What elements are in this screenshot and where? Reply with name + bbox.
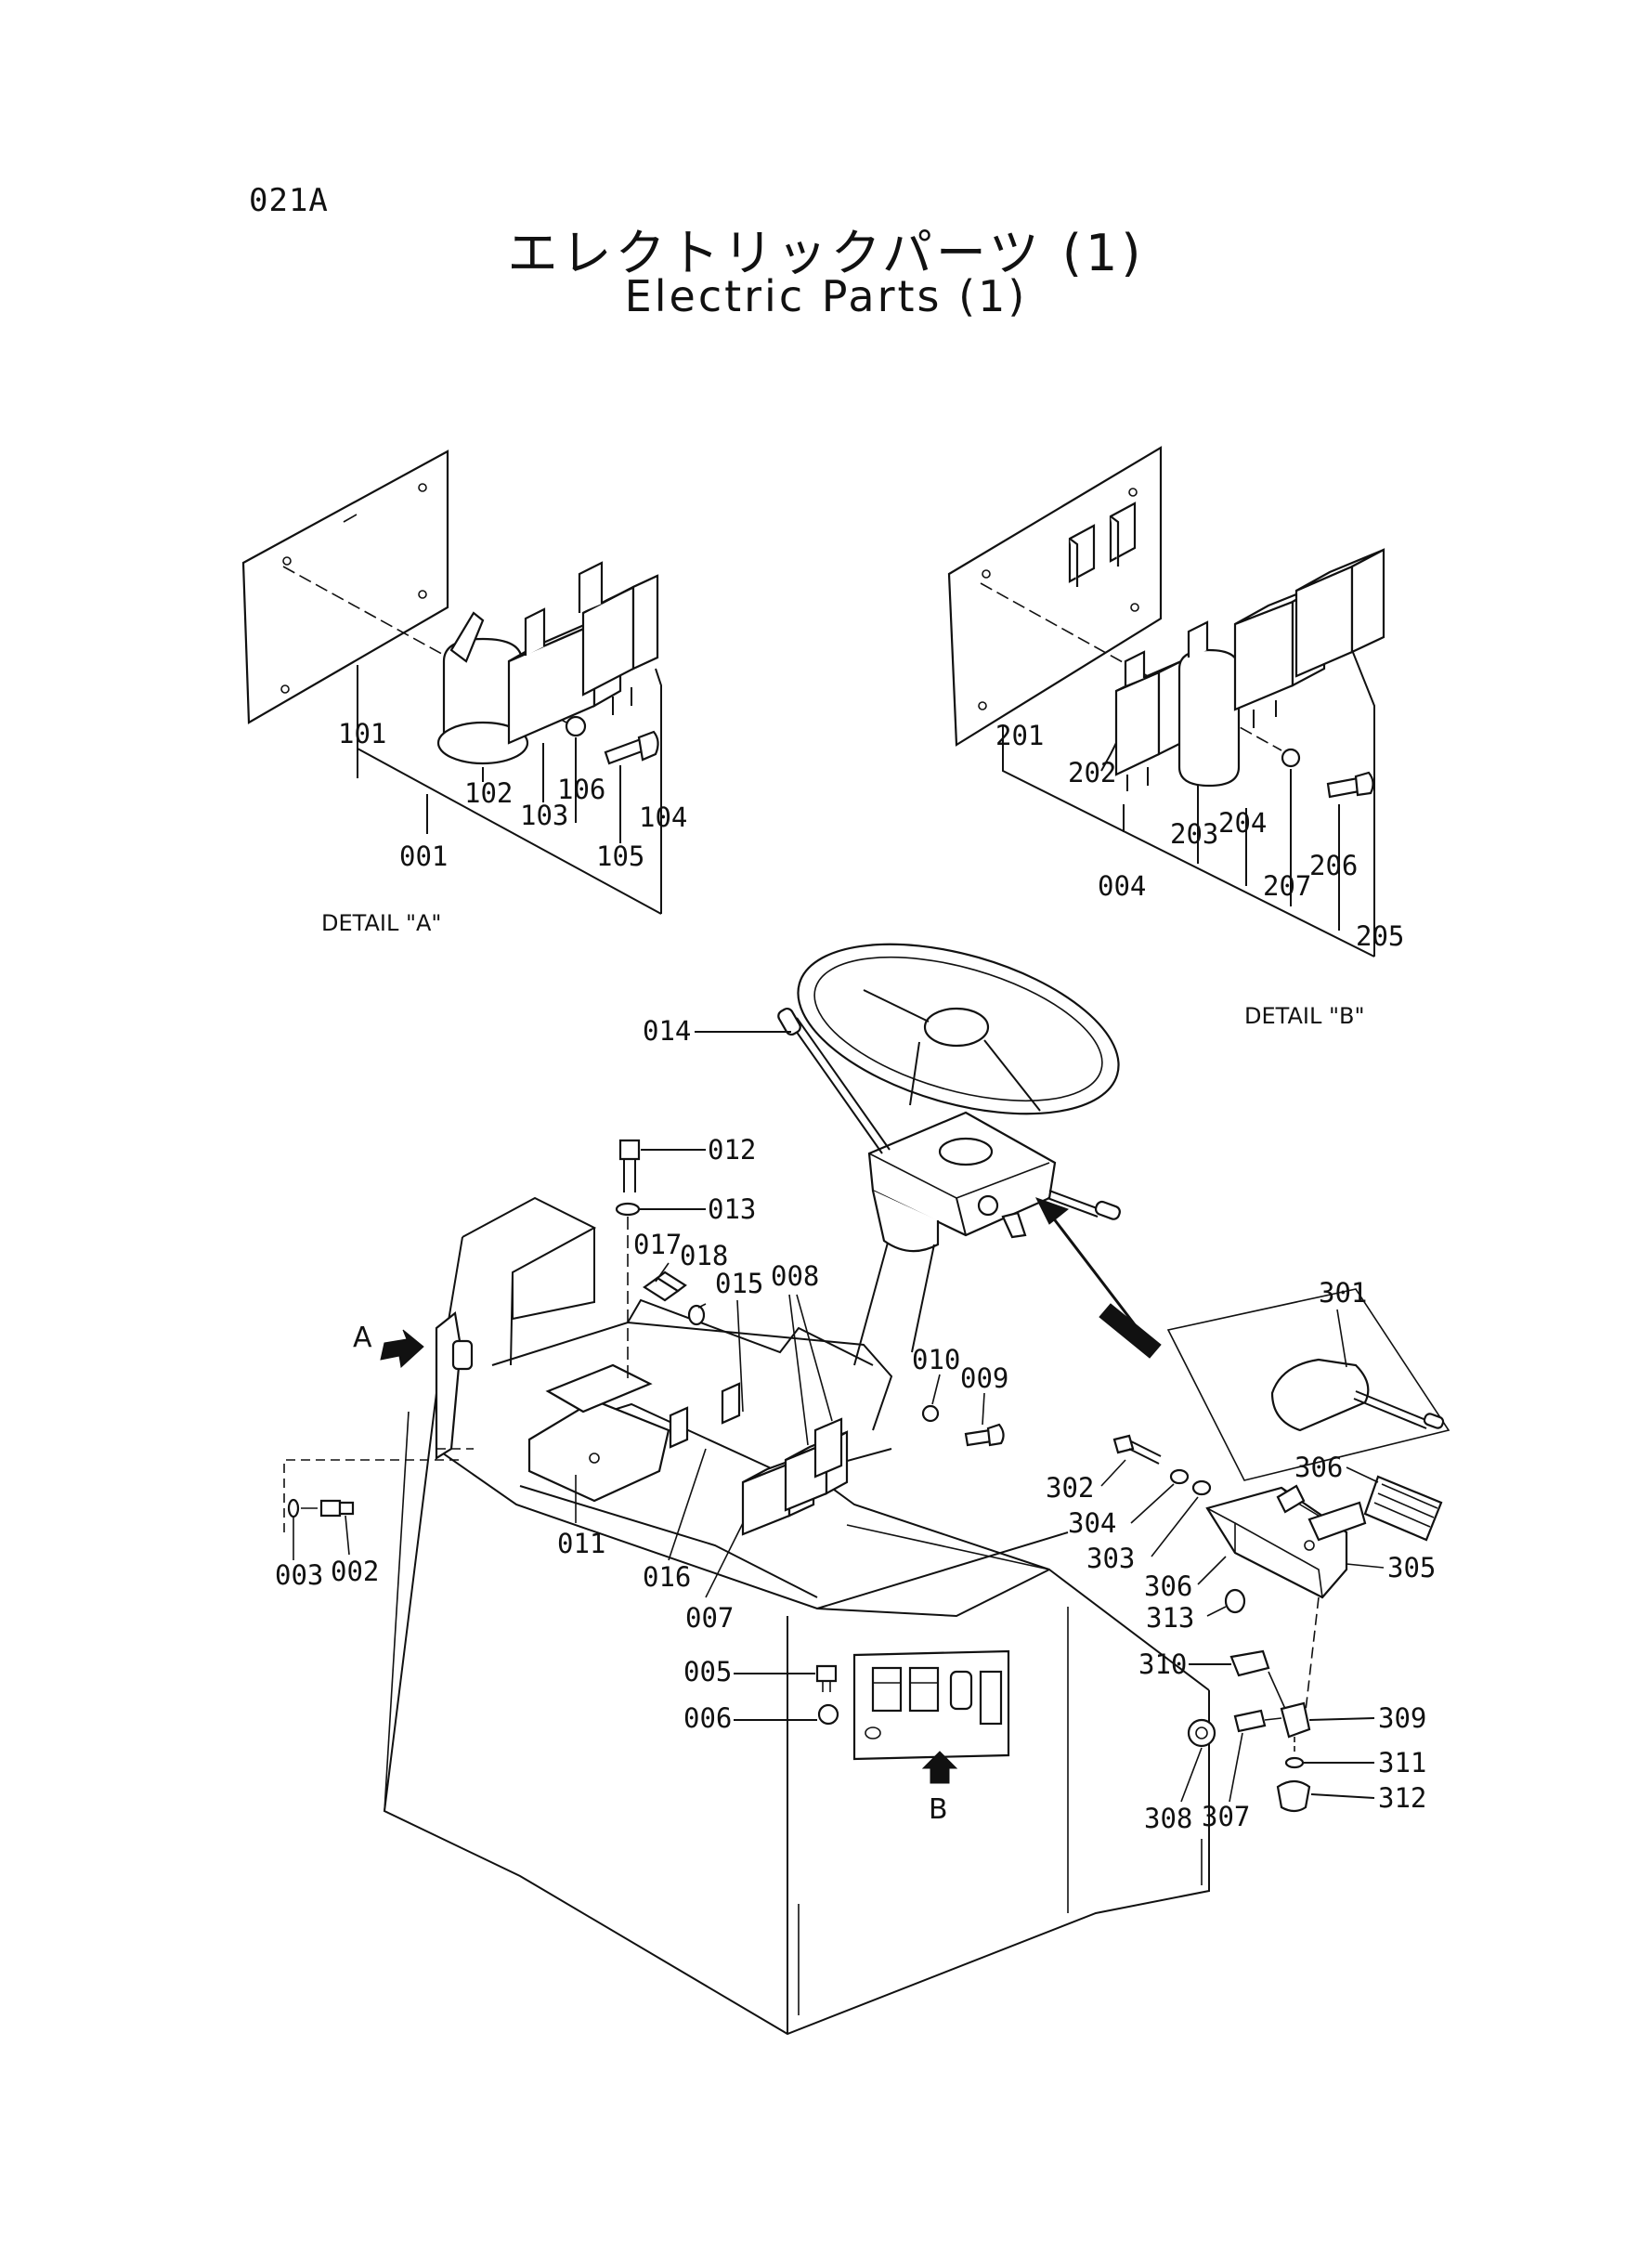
detail-b-relay-small	[1114, 650, 1183, 791]
callout-104: 104	[639, 801, 687, 833]
callout-003: 003	[275, 1559, 323, 1591]
dashboard-console: B A	[353, 1196, 1210, 2036]
callout-004: 004	[1098, 870, 1146, 902]
callout-013: 013	[708, 1193, 756, 1225]
detail-b-panel-plate	[947, 446, 1163, 747]
callout-012: 012	[708, 1134, 756, 1166]
callout-311: 311	[1378, 1747, 1426, 1778]
lever-switch-301	[1270, 1358, 1370, 1432]
pad-306	[1363, 1475, 1443, 1542]
callout-309: 309	[1378, 1702, 1426, 1734]
direction-arrow-to-column	[1034, 1197, 1162, 1359]
callout-203: 203	[1170, 818, 1218, 850]
detail-a-screw	[604, 730, 659, 765]
callout-310: 310	[1138, 1648, 1187, 1680]
side-switch-a	[435, 1310, 462, 1460]
detail-b-lock-washer	[1281, 748, 1301, 768]
view-b-marker: B	[929, 1793, 948, 1826]
callout-008: 008	[771, 1260, 819, 1292]
detail-a-relays	[507, 561, 659, 745]
callout-014: 014	[643, 1015, 691, 1047]
detail-a-buzzer	[436, 611, 529, 765]
callout-301: 301	[1319, 1277, 1367, 1309]
detail-a-mounting-plate	[241, 449, 449, 724]
console-fasteners: 012 013 017 018 015 008 010 009	[275, 1134, 1008, 1734]
detail-a-group: 101 102 103 106 104 001 105 DETAIL "A"	[241, 449, 687, 936]
view-a-marker: A	[353, 1322, 372, 1354]
callout-306-side: 306	[1144, 1570, 1192, 1602]
callout-018: 018	[680, 1240, 728, 1271]
callout-102: 102	[464, 777, 513, 809]
callout-207: 207	[1263, 870, 1311, 902]
detail-a-leader-lines	[357, 665, 662, 915]
callout-205: 205	[1356, 920, 1404, 952]
callout-306-top: 306	[1294, 1452, 1343, 1483]
callout-015: 015	[715, 1268, 763, 1299]
detail-b-caption: DETAIL "B"	[1244, 1003, 1364, 1029]
callout-016: 016	[643, 1561, 691, 1593]
callout-010: 010	[912, 1344, 960, 1375]
callout-312: 312	[1378, 1782, 1426, 1814]
callout-204: 204	[1218, 807, 1267, 839]
callout-202: 202	[1068, 757, 1116, 788]
callout-106: 106	[557, 774, 605, 805]
title-english: Electric Parts (1)	[624, 271, 1028, 321]
lever-switch-group: 301 302 304 303 305	[1046, 1277, 1450, 1834]
callout-302: 302	[1046, 1472, 1094, 1504]
callout-313: 313	[1146, 1602, 1194, 1634]
detail-b-screw	[1326, 771, 1374, 799]
callout-002: 002	[331, 1556, 379, 1587]
callout-007: 007	[685, 1602, 734, 1634]
callout-304: 304	[1068, 1507, 1116, 1539]
callout-308: 308	[1144, 1803, 1192, 1834]
detail-b-buzzer	[1177, 620, 1241, 788]
view-a-arrow	[380, 1329, 424, 1368]
detail-b-leader-lines	[1002, 649, 1375, 958]
callout-017: 017	[633, 1229, 682, 1260]
view-b-arrow	[921, 1751, 958, 1784]
console-relay-bank	[669, 1382, 849, 1536]
switch-309	[1280, 1701, 1311, 1739]
title-japanese: エレクトリックパーツ (1)	[507, 224, 1145, 282]
callout-303: 303	[1086, 1543, 1135, 1574]
instrument-panel-b	[852, 1649, 1010, 1761]
page-code: 021A	[249, 182, 329, 219]
callout-006: 006	[683, 1702, 732, 1734]
mounting-bracket	[527, 1399, 670, 1503]
callout-005: 005	[683, 1656, 732, 1687]
callout-105: 105	[596, 840, 644, 872]
steering-wheel-assembly: 014	[643, 943, 1121, 1366]
detail-b-relays-large	[1233, 548, 1385, 728]
callout-206: 206	[1309, 850, 1358, 881]
detail-a-caption: DETAIL "A"	[321, 910, 441, 936]
detail-a-lock-washer	[565, 715, 587, 737]
switch-bracket-305	[1205, 1486, 1348, 1599]
callout-001: 001	[399, 840, 448, 872]
callout-305: 305	[1387, 1552, 1436, 1583]
callout-103: 103	[520, 800, 568, 831]
callout-307: 307	[1202, 1801, 1250, 1832]
callout-011: 011	[557, 1528, 605, 1559]
callout-009: 009	[960, 1362, 1008, 1394]
detail-b-group: 201 202 203 204 206 207 004 205 DETAIL "…	[947, 446, 1404, 1029]
callout-201: 201	[995, 720, 1044, 751]
callout-101: 101	[338, 718, 386, 749]
